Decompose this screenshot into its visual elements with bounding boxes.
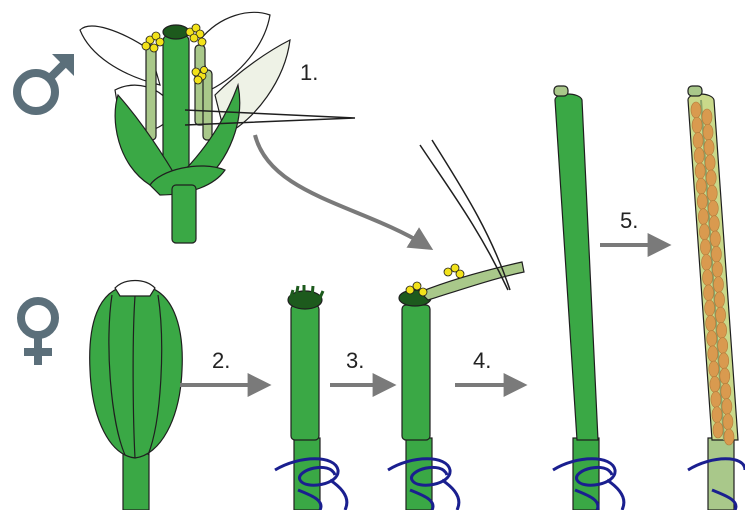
seed bbox=[707, 185, 717, 201]
seed bbox=[709, 216, 719, 232]
seed bbox=[714, 277, 724, 293]
seed bbox=[704, 139, 714, 155]
seed bbox=[711, 392, 721, 408]
seed bbox=[706, 315, 716, 331]
seed bbox=[708, 200, 718, 216]
seed bbox=[708, 346, 718, 362]
step-5-label: 5. bbox=[620, 208, 638, 233]
seed bbox=[720, 368, 730, 384]
seed bbox=[705, 300, 715, 316]
seed bbox=[692, 117, 702, 133]
seed bbox=[712, 407, 722, 423]
transfer-arrow bbox=[255, 135, 425, 245]
seed bbox=[704, 285, 714, 301]
donor-flower bbox=[80, 12, 355, 243]
step-1-label: 1. bbox=[300, 60, 318, 85]
seed bbox=[719, 353, 729, 369]
seed bbox=[715, 292, 725, 308]
step-3-label: 3. bbox=[346, 348, 364, 373]
seed bbox=[711, 246, 721, 262]
flower-bud bbox=[90, 281, 183, 510]
pollinated-pistil bbox=[399, 140, 524, 510]
seed bbox=[701, 254, 711, 270]
seed bbox=[709, 361, 719, 377]
emasculated-pistil bbox=[288, 285, 323, 510]
seed bbox=[700, 239, 710, 255]
seed bbox=[695, 163, 705, 179]
seed bbox=[721, 383, 731, 399]
seed bbox=[716, 307, 726, 323]
step-2-label: 2. bbox=[212, 348, 230, 373]
seed bbox=[707, 331, 717, 347]
seed bbox=[710, 376, 720, 392]
seed bbox=[703, 124, 713, 140]
seed bbox=[712, 261, 722, 277]
seed bbox=[706, 170, 716, 186]
seed bbox=[723, 414, 733, 430]
seed bbox=[722, 399, 732, 415]
seed bbox=[699, 224, 709, 240]
seed bbox=[710, 231, 720, 247]
seed bbox=[703, 270, 713, 286]
developing-silique bbox=[554, 86, 599, 510]
male-symbol-icon bbox=[17, 54, 74, 111]
seed bbox=[691, 102, 701, 118]
seed bbox=[713, 422, 723, 438]
seed bbox=[698, 209, 708, 225]
step-4-label: 4. bbox=[473, 348, 491, 373]
seed bbox=[717, 322, 727, 338]
female-symbol-icon bbox=[21, 301, 55, 365]
seed bbox=[696, 178, 706, 194]
seed bbox=[718, 338, 728, 354]
seed bbox=[724, 429, 734, 445]
seed bbox=[705, 155, 715, 171]
seed bbox=[697, 193, 707, 209]
seed bbox=[694, 148, 704, 164]
seed bbox=[693, 132, 703, 148]
seed bbox=[702, 109, 712, 125]
